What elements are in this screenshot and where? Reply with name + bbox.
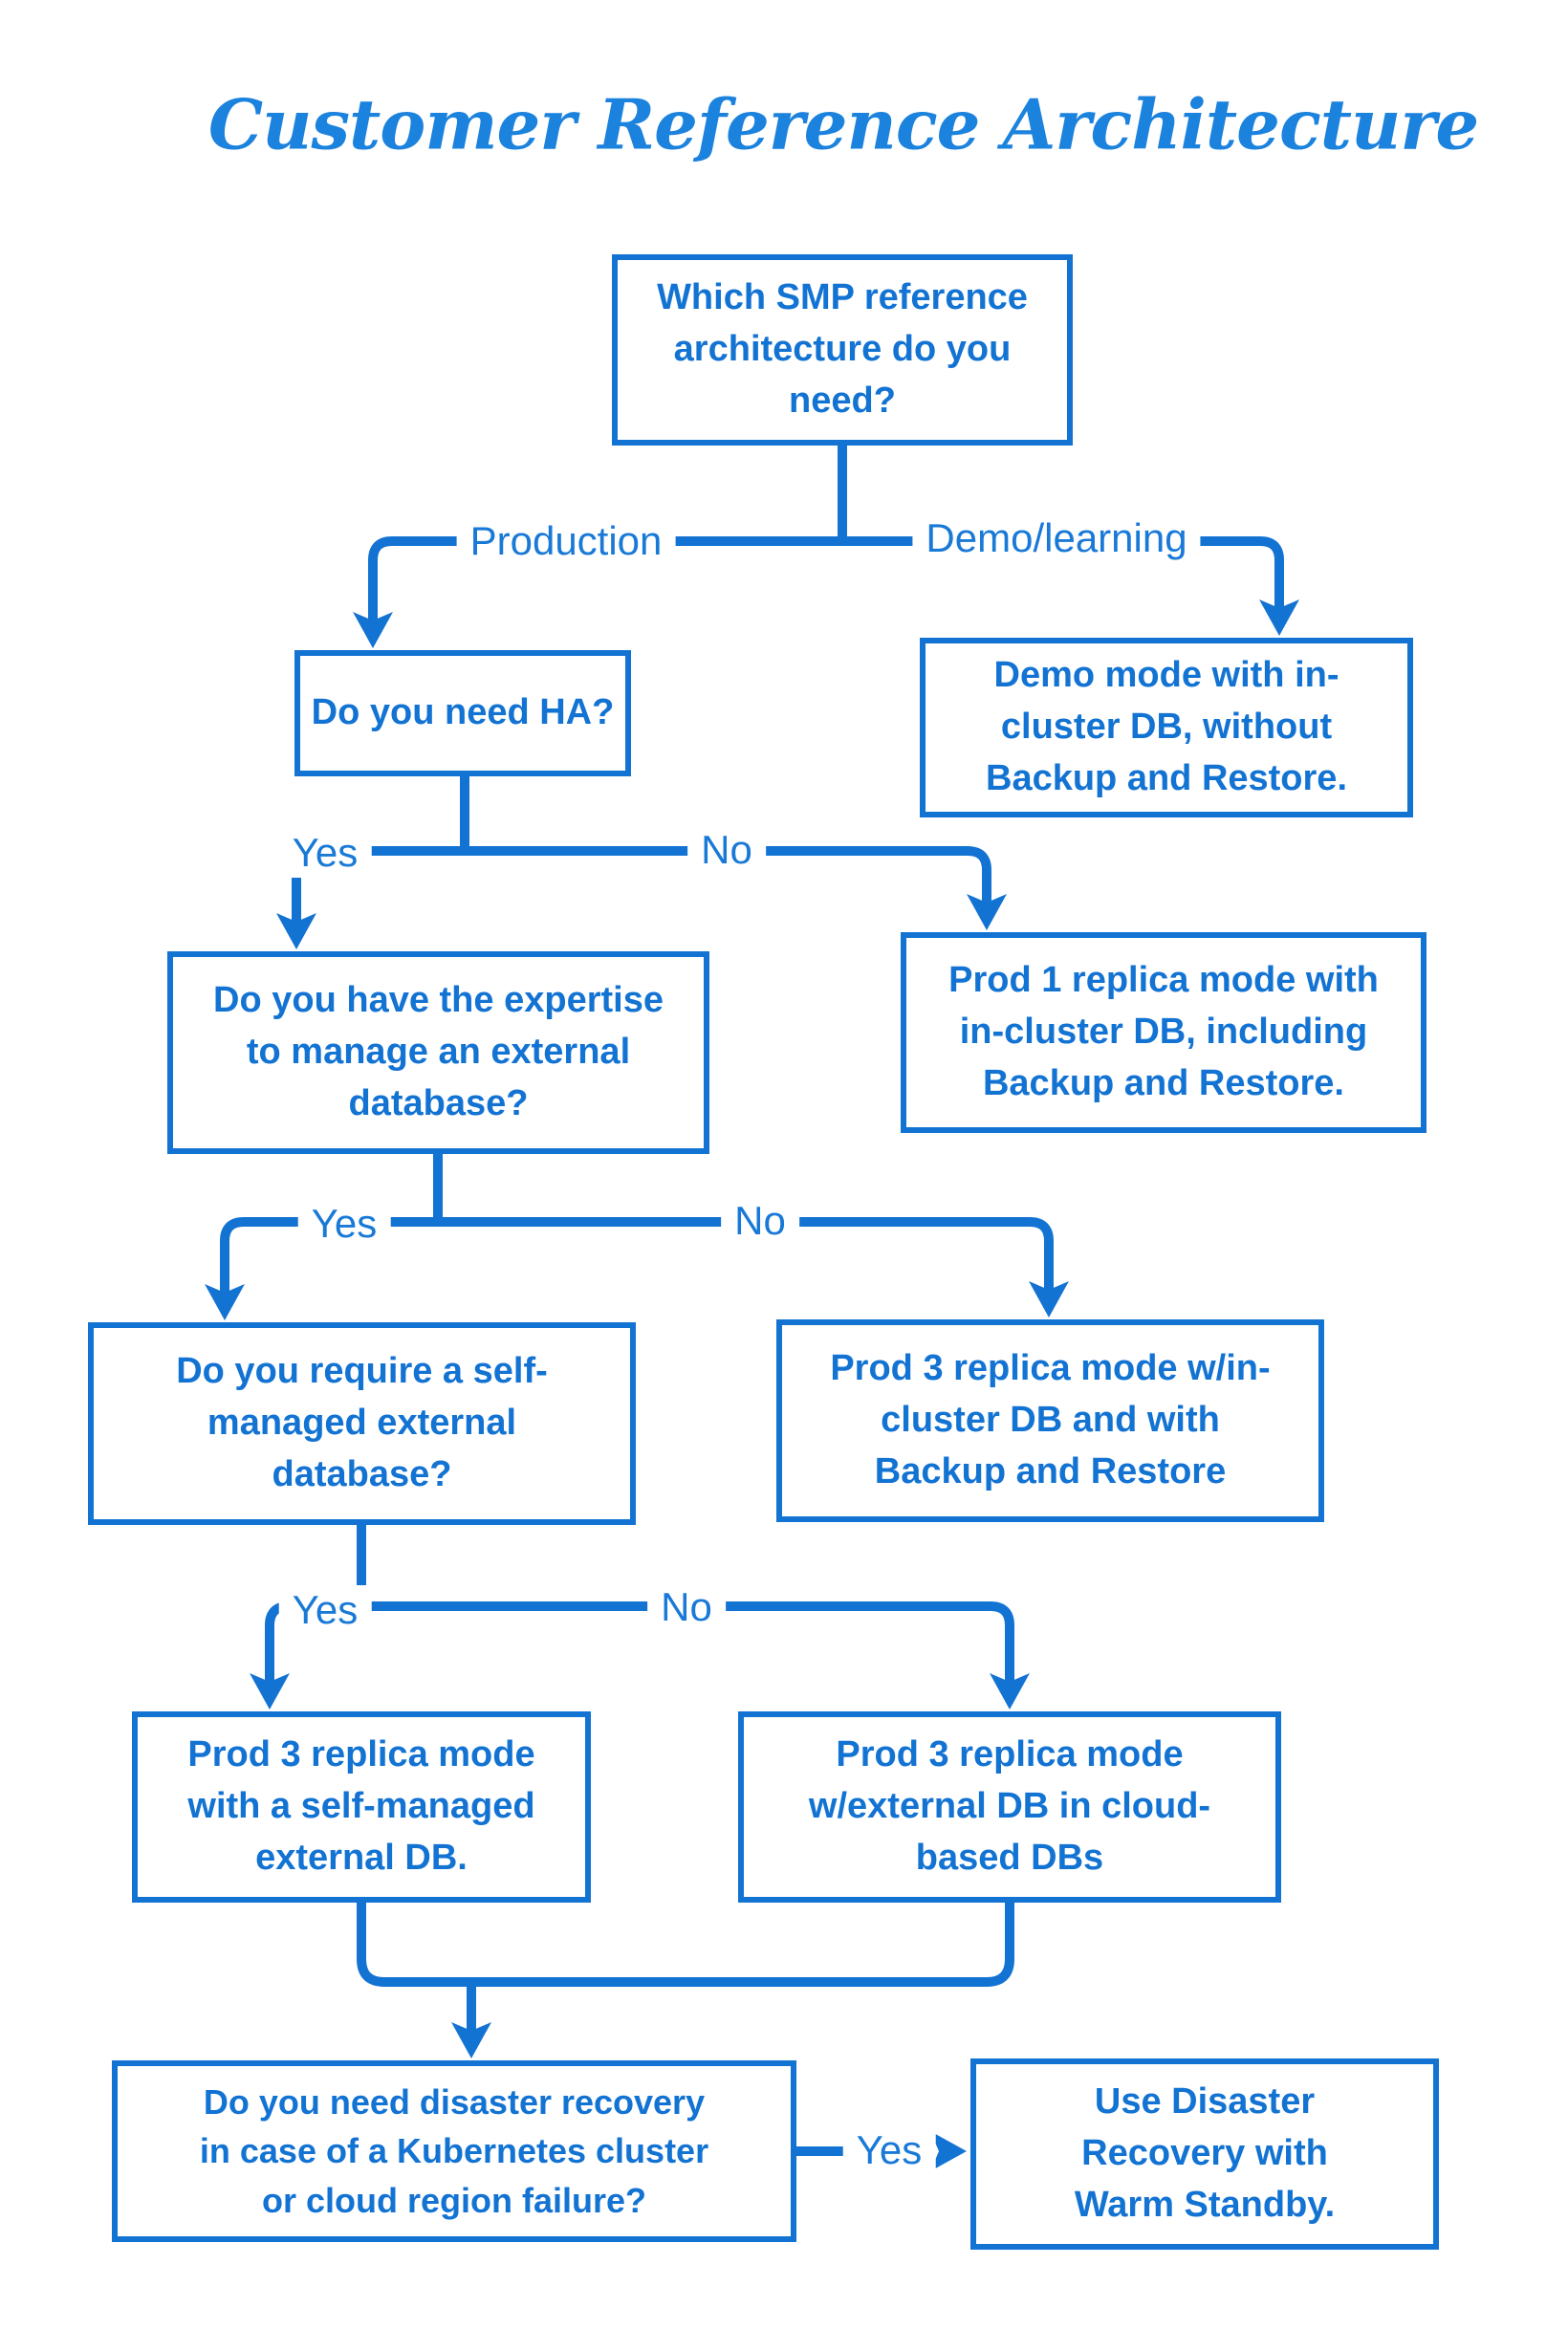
connector-ha-no [465,846,991,905]
arrowhead-to-ha [353,612,393,648]
connector-demo-branch [842,536,1284,611]
branch-label-ha-no: No [687,825,766,875]
arrowhead-to-prod3-incluster [1029,1281,1069,1317]
result-prod3-incluster: Prod 3 replica mode w/in- cluster DB and… [776,1319,1324,1522]
result-demo-mode: Demo mode with in- cluster DB, without B… [920,638,1413,817]
result-prod3-cloud-db: Prod 3 replica mode w/external DB in clo… [738,1711,1281,1903]
arrowhead-to-expertise [276,913,316,949]
result-prod3-self-managed: Prod 3 replica mode with a self-managed … [132,1711,591,1903]
decision-external-db-expertise: Do you have the expertise to manage an e… [167,951,709,1154]
decision-disaster-recovery: Do you need disaster recovery in case of… [112,2060,796,2242]
arrowhead-to-warm-standby [930,2131,967,2171]
decision-self-managed-db: Do you require a self- managed external … [88,1322,636,1525]
connector-production-branch [368,536,842,623]
arrowhead-to-dr [451,2022,491,2058]
connector-expertise-yes [220,1217,438,1296]
connector-selfmanaged-no [361,1601,1014,1685]
arrowhead-to-demo [1259,599,1299,636]
arrowheads [205,599,1299,2171]
arrowhead-to-prod3-self [250,1673,290,1709]
branch-label-ha-yes: Yes [278,828,372,878]
connector-merge [357,1903,1014,1987]
page-title: Customer Reference Architecture [207,83,1479,165]
branch-label-dr-yes: Yes [842,2125,936,2175]
branch-label-expertise-yes: Yes [297,1199,391,1249]
arrowhead-to-selfmanaged [205,1284,245,1320]
arrowhead-to-prod3-cloud [990,1673,1030,1709]
decision-need-ha: Do you need HA? [294,650,631,776]
branch-label-demo-learning: Demo/learning [912,513,1201,563]
arrowhead-to-prod1 [967,894,1007,930]
branch-label-selfmanaged-no: No [647,1582,726,1632]
branch-label-expertise-no: No [721,1196,799,1246]
branch-label-production: Production [456,516,676,566]
branch-label-selfmanaged-yes: Yes [278,1585,372,1635]
result-warm-standby: Use Disaster Recovery with Warm Standby. [970,2058,1439,2250]
connector-expertise-no [438,1217,1054,1293]
decision-which-architecture: Which SMP reference architecture do you … [612,254,1073,446]
result-prod1-incluster: Prod 1 replica mode with in-cluster DB, … [901,932,1426,1133]
